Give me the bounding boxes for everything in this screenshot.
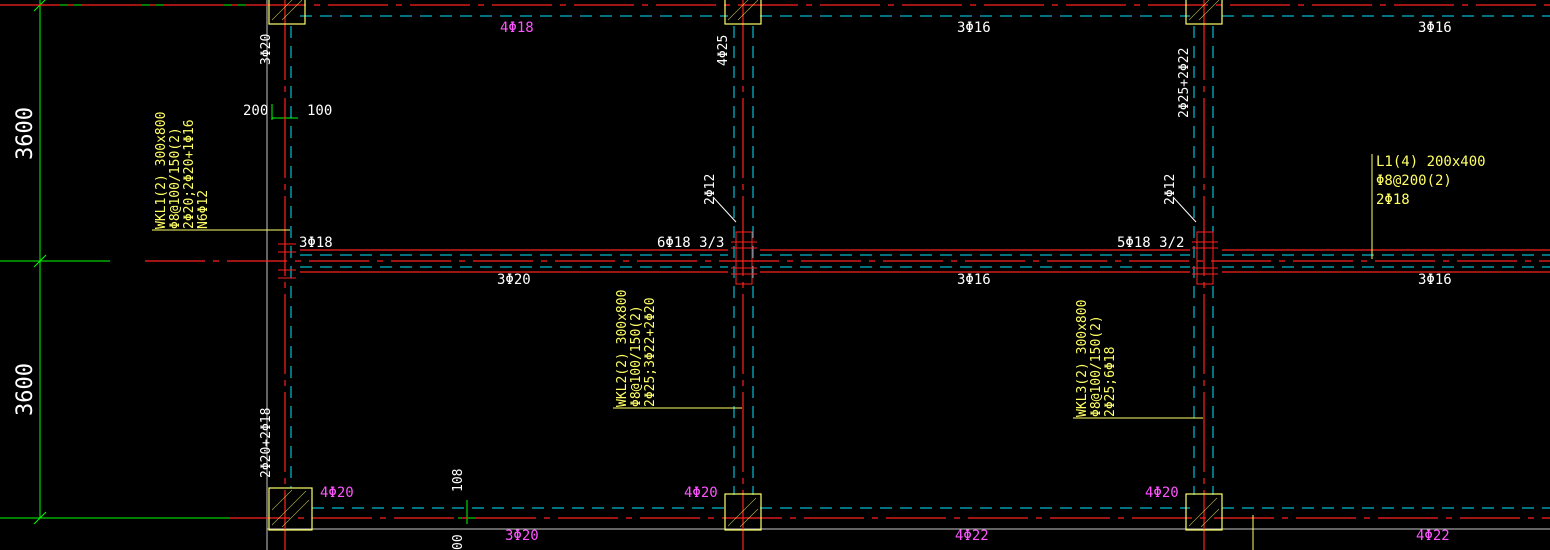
column-bottom-left (268, 487, 313, 531)
wkl3-line-3: 2Φ25;6Φ18 (1103, 347, 1118, 417)
vert-label-v1: 3Φ20 (259, 34, 274, 65)
dimension-lower: 3600 (13, 363, 38, 416)
top-label-t3: 3Φ16 (1418, 20, 1452, 36)
vert-label-v6: 2Φ20+2Φ18 (259, 408, 274, 478)
vert-label-v3: 2Φ25+2Φ22 (1177, 48, 1192, 118)
annotation-leaders (152, 154, 1373, 550)
wkl1-line-1: WKL1(2) 300x800 (154, 112, 169, 229)
l1-line-2: Φ8@200(2) (1376, 173, 1452, 189)
wkl3-line-1: WKL3(2) 300x800 (1075, 300, 1090, 417)
dimension-upper: 3600 (13, 107, 38, 160)
leader-lines (712, 196, 1197, 223)
columns (268, 0, 1223, 531)
l1-line-1: L1(4) 200x400 (1376, 154, 1486, 170)
offset-left: 200 (243, 103, 268, 119)
mid-label-m3: 5Φ18 3/2 (1117, 235, 1184, 251)
beam-edges (290, 15, 1550, 509)
l1-line-3: 2Φ18 (1376, 192, 1410, 208)
wkl2-line-2: Φ8@100/150(2) (629, 305, 644, 407)
dimension-lines (0, 0, 476, 525)
axis-lines (266, 0, 1550, 550)
wkl1-line-4: N6Φ12 (196, 190, 211, 229)
bottom-row-a: 3Φ20 (505, 528, 539, 544)
mid-label-m2: 6Φ18 3/3 (657, 235, 724, 251)
column-label-c3: 4Φ20 (684, 485, 718, 501)
column-bottom-right (1185, 493, 1223, 531)
beam-annotation-l1: L1(4) 200x400 Φ8@200(2) 2Φ18 (1376, 154, 1486, 208)
hanger-bars (278, 231, 1218, 285)
column-label-c4: 4Φ20 (1145, 485, 1179, 501)
vert-label-v7: 108 (451, 469, 466, 492)
wkl1-line-3: 2Φ20;2Φ20+1Φ16 (182, 119, 197, 229)
beam-annotation-wkl2: WKL2(2) 300x800 Φ8@100/150(2) 2Φ25;3Φ22+… (615, 290, 658, 407)
bot-label-b2: 3Φ16 (957, 272, 991, 288)
column-top-right (1185, 0, 1223, 25)
bot-label-b1: 3Φ20 (497, 272, 531, 288)
wkl2-line-3: 2Φ25;3Φ22+2Φ20 (643, 297, 658, 407)
column-hatch (271, 0, 1220, 528)
vert-label-v4: 2Φ12 (703, 174, 718, 205)
mid-label-m1: 3Φ18 (299, 235, 333, 251)
vert-label-v2: 4Φ25 (716, 35, 731, 66)
column-label-c2: 4Φ20 (320, 485, 354, 501)
offset-right: 100 (307, 103, 332, 119)
column-top-mid (724, 0, 762, 25)
bottom-row-b: 4Φ22 (955, 528, 989, 544)
column-label-c1: 4Φ18 (500, 20, 534, 36)
vert-label-v8: 00 (451, 534, 466, 550)
column-top-left (268, 0, 306, 25)
beam-annotation-wkl1: WKL1(2) 300x800 Φ8@100/150(2) 2Φ20;2Φ20+… (154, 112, 211, 229)
bottom-row-c: 4Φ22 (1416, 528, 1450, 544)
wkl1-line-2: Φ8@100/150(2) (168, 127, 183, 229)
beam-annotation-wkl3: WKL3(2) 300x800 Φ8@100/150(2) 2Φ25;6Φ18 (1075, 300, 1118, 417)
bot-label-b3: 3Φ16 (1418, 272, 1452, 288)
column-bottom-mid (724, 493, 762, 531)
wkl3-line-2: Φ8@100/150(2) (1089, 315, 1104, 417)
vert-label-v5: 2Φ12 (1163, 174, 1178, 205)
wkl2-line-1: WKL2(2) 300x800 (615, 290, 630, 407)
top-label-t2: 3Φ16 (957, 20, 991, 36)
